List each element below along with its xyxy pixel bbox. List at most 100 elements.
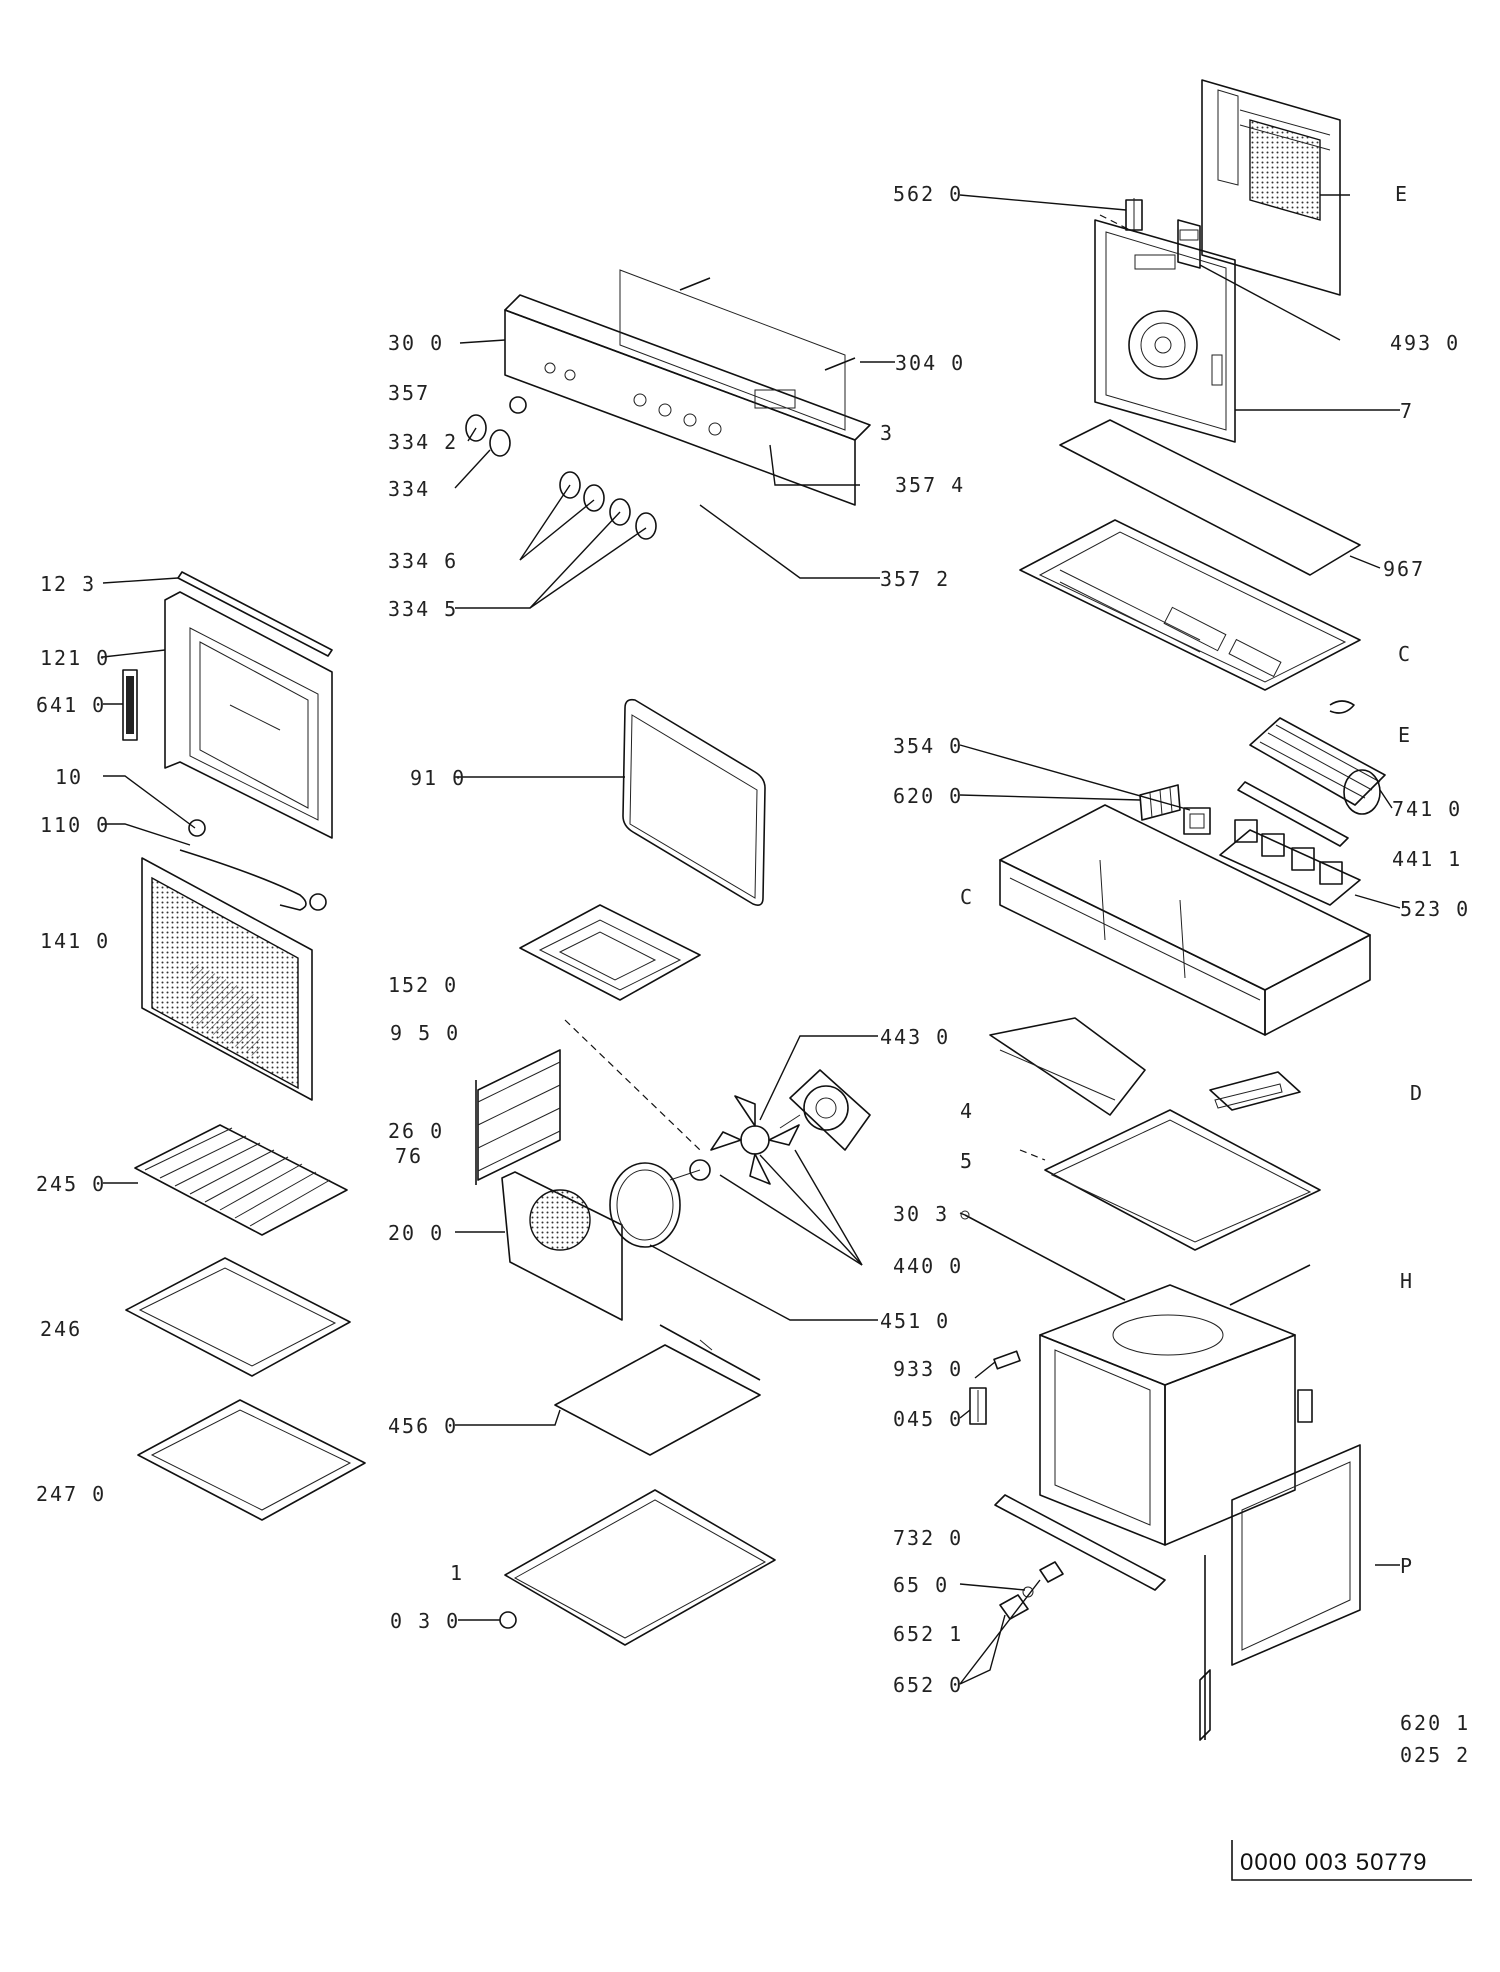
fan-motor bbox=[779, 1069, 871, 1151]
bottom-rail-732 bbox=[994, 1494, 1166, 1591]
assembly-guides bbox=[564, 214, 1131, 1161]
label-121-0: 121 0 bbox=[40, 646, 110, 670]
label-304-0: 304 0 bbox=[895, 351, 965, 375]
label-451-0: 451 0 bbox=[880, 1309, 950, 1333]
label-013-0: 0 3 0 bbox=[390, 1609, 460, 1633]
label-152-0: 152 0 bbox=[388, 973, 458, 997]
label-91-0: 91 0 bbox=[410, 766, 466, 790]
oven-cavity bbox=[1039, 1284, 1313, 1546]
label-334: 334 bbox=[388, 477, 430, 501]
label-025-2: 025 2 bbox=[1400, 1743, 1470, 1767]
label-7-pane: 7 bbox=[1400, 399, 1414, 423]
grill-pan bbox=[554, 1324, 761, 1456]
rod-30-3 bbox=[960, 1210, 1126, 1301]
label-641-0: 641 0 bbox=[36, 693, 106, 717]
label-732-0: 732 0 bbox=[893, 1526, 963, 1550]
door-top-trim bbox=[177, 571, 333, 657]
hook-e bbox=[1329, 700, 1355, 714]
drawing-code: 0000 003 50779 bbox=[1240, 1849, 1428, 1876]
label-967: 967 bbox=[1383, 557, 1425, 581]
label-e-top: E bbox=[1395, 182, 1409, 206]
shaft-304 bbox=[679, 277, 856, 371]
label-354-0: 354 0 bbox=[893, 734, 963, 758]
label-440-0: 440 0 bbox=[893, 1254, 963, 1278]
relay-board bbox=[1219, 819, 1361, 906]
rod-h bbox=[1229, 1264, 1311, 1306]
drawing-code-box: 0000 003 50779 bbox=[1231, 1840, 1472, 1881]
label-245-0: 245 0 bbox=[36, 1172, 106, 1196]
lamp-933 bbox=[993, 1350, 1021, 1370]
insulation-sheet bbox=[1059, 419, 1361, 576]
label-5-panel: 5 bbox=[960, 1149, 974, 1173]
knob-group bbox=[465, 396, 657, 540]
label-p-right: P bbox=[1400, 1554, 1414, 1578]
label-443-0: 443 0 bbox=[880, 1025, 950, 1049]
hinge-bracket-045 bbox=[969, 1387, 987, 1425]
label-652-1: 652 1 bbox=[893, 1622, 963, 1646]
top-housing bbox=[999, 804, 1371, 1036]
control-fascia bbox=[504, 269, 871, 506]
oven-rack bbox=[134, 1124, 348, 1236]
tangential-fan bbox=[1249, 717, 1386, 815]
top-panel-5 bbox=[1044, 1109, 1321, 1251]
label-110-0: 110 0 bbox=[40, 813, 110, 837]
label-620-0: 620 0 bbox=[893, 784, 963, 808]
label-10: 10 bbox=[55, 765, 83, 789]
grill-element bbox=[519, 904, 701, 1001]
label-741-0: 741 0 bbox=[1392, 797, 1462, 821]
label-3-small: 3 bbox=[880, 421, 894, 445]
baking-tray-247 bbox=[137, 1399, 366, 1521]
bottom-panel bbox=[504, 1489, 776, 1646]
back-panel bbox=[1094, 219, 1236, 443]
label-357-2: 357 2 bbox=[880, 567, 950, 591]
bracket-493 bbox=[1177, 219, 1201, 269]
label-76: 76 bbox=[395, 1144, 423, 1168]
label-334-2: 334 2 bbox=[388, 430, 458, 454]
label-12-3: 12 3 bbox=[40, 572, 96, 596]
plate-d bbox=[1209, 1071, 1301, 1111]
leader-lines bbox=[102, 194, 1401, 1685]
baking-tray-246 bbox=[125, 1257, 351, 1377]
label-334-6: 334 6 bbox=[388, 549, 458, 573]
label-65-0: 65 0 bbox=[893, 1573, 949, 1597]
label-652-0: 652 0 bbox=[893, 1673, 963, 1697]
electronics-cover bbox=[1019, 519, 1361, 691]
label-4-panel: 4 bbox=[960, 1099, 974, 1123]
clip-562 bbox=[1125, 198, 1143, 232]
circular-heating-element bbox=[609, 1162, 701, 1248]
label-441-1: 441 1 bbox=[1392, 847, 1462, 871]
label-456-0: 456 0 bbox=[388, 1414, 458, 1438]
label-26-0: 26 0 bbox=[388, 1119, 444, 1143]
label-247-0: 247 0 bbox=[36, 1482, 106, 1506]
label-562-0: 562 0 bbox=[893, 182, 963, 206]
label-357: 357 bbox=[388, 381, 430, 405]
label-e-right: E bbox=[1398, 723, 1412, 747]
label-620-1: 620 1 bbox=[1400, 1711, 1470, 1735]
label-933-0: 933 0 bbox=[893, 1357, 963, 1381]
label-h-right: H bbox=[1400, 1269, 1414, 1293]
label-c-right: C bbox=[1398, 642, 1412, 666]
label-246: 246 bbox=[40, 1317, 82, 1341]
label-20-0: 20 0 bbox=[388, 1221, 444, 1245]
label-915-0: 9 5 0 bbox=[390, 1021, 460, 1045]
label-334-5: 334 5 bbox=[388, 597, 458, 621]
side-frame-p bbox=[1199, 1444, 1361, 1741]
label-1-small: 1 bbox=[450, 1561, 464, 1585]
label-c-mid: C bbox=[960, 885, 974, 909]
fan-cover bbox=[501, 1171, 623, 1321]
label-141-0: 141 0 bbox=[40, 929, 110, 953]
rail-441 bbox=[1237, 781, 1349, 847]
label-d-right: D bbox=[1410, 1081, 1424, 1105]
connector-620 bbox=[1139, 784, 1181, 821]
shelf-supports bbox=[475, 1049, 561, 1185]
inner-door-glass bbox=[141, 857, 313, 1101]
foot-0-3-0 bbox=[499, 1611, 517, 1629]
rear-control-sheet bbox=[1201, 79, 1341, 296]
door-hinge bbox=[179, 819, 327, 911]
small-knob-group bbox=[999, 1561, 1064, 1620]
label-357-4: 357 4 bbox=[895, 473, 965, 497]
outer-door bbox=[164, 591, 333, 839]
label-523-0: 523 0 bbox=[1400, 897, 1470, 921]
part-labels: 562 0 E 493 0 7 30 0 357 334 2 334 304 0… bbox=[36, 182, 1470, 1767]
